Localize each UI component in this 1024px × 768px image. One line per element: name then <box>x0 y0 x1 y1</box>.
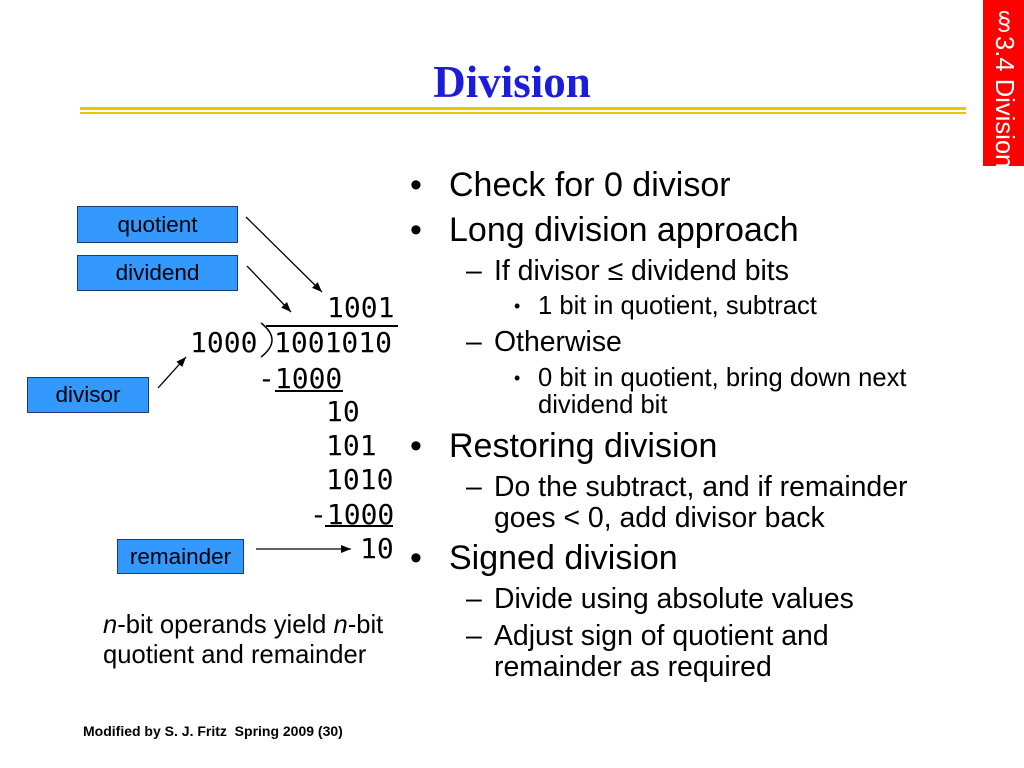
bullet-text: Long division approach <box>449 211 799 249</box>
subtract-underline-2 <box>325 525 393 527</box>
caption-text: -bit operands yield <box>117 611 334 639</box>
bullet-marker: • <box>410 211 422 249</box>
quotient-bar <box>266 325 398 327</box>
divisor-digits: 1000 <box>190 326 258 359</box>
dash-marker: – <box>466 620 482 652</box>
caption-text: -bit <box>347 611 384 639</box>
bullet-marker: • <box>410 166 422 204</box>
slide-title: Division <box>433 57 591 107</box>
caption-variable: n <box>103 611 118 639</box>
sub-bullet-text: If divisor ≤ dividend bits <box>494 255 789 287</box>
bullet-marker: • <box>410 427 422 465</box>
remainder-label-box: remainder <box>117 539 244 574</box>
bullet-item: • Long division approach <box>410 210 969 250</box>
subtract-step-1: -1000 <box>258 362 343 395</box>
slide-footer: Modified by S. J. Fritz Spring 2009 (30) <box>83 723 343 739</box>
sub-bullet-text: Adjust sign of quotient and remainder as… <box>494 620 829 683</box>
bullet-text: Check for 0 divisor <box>449 166 731 204</box>
caption-variable: n <box>333 611 348 639</box>
bullet-text: Restoring division <box>449 427 718 465</box>
caption-line-2: quotient and remainder <box>103 641 367 669</box>
sub-bullet-text: Otherwise <box>494 326 622 358</box>
quotient-digits: 1001 <box>327 291 395 324</box>
sub-bullet-item: – Adjust sign of quotient and remainder … <box>466 621 934 683</box>
bullet-item: • Check for 0 divisor <box>410 165 969 205</box>
sub-sub-bullet-text: 0 bit in quotient, bring down next divid… <box>538 364 907 419</box>
sub-bullet-item: – If divisor ≤ dividend bits <box>466 256 934 287</box>
title-rule-thick <box>80 107 966 110</box>
bullet-text: Signed division <box>449 539 678 577</box>
bullet-marker: • <box>514 368 521 388</box>
final-remainder-digits: 10 <box>360 532 394 565</box>
bullet-item: • Signed division <box>410 538 969 578</box>
quotient-label-box: quotient <box>77 206 238 243</box>
bullet-marker: • <box>410 539 422 577</box>
section-tab-label: §3.4 Division <box>990 8 1018 169</box>
section-tab: §3.4 Division <box>983 0 1024 169</box>
sub-bullet-text: Do the subtract, and if remainder goes <… <box>494 471 908 534</box>
dividend-label-box: dividend <box>77 255 238 291</box>
bullet-marker: • <box>514 296 521 316</box>
dividend-arrow <box>246 265 292 313</box>
partial-remainder-1: 10 <box>326 395 360 428</box>
division-bracket <box>260 322 273 358</box>
subtract-step-2: -1000 <box>310 498 395 531</box>
bullet-item: • Restoring division <box>410 426 969 466</box>
subtract-underline-1 <box>275 390 343 392</box>
partial-remainder-3: 1010 <box>326 463 394 496</box>
sub-sub-bullet-text: 1 bit in quotient, subtract <box>538 292 817 320</box>
sub-bullet-item: – Otherwise <box>466 327 934 358</box>
sub-sub-bullet-item: • 1 bit in quotient, subtract <box>514 293 948 320</box>
dash-marker: – <box>466 583 482 615</box>
sub-bullet-item: – Do the subtract, and if remainder goes… <box>466 472 934 534</box>
sub-bullet-item: – Divide using absolute values <box>466 584 934 615</box>
sub-sub-bullet-item: • 0 bit in quotient, bring down next div… <box>514 365 948 419</box>
dividend-digits: 1001010 <box>274 326 393 359</box>
divisor-label-box: divisor <box>27 377 149 413</box>
sub-bullet-text: Divide using absolute values <box>494 583 854 615</box>
caption-line-1: n-bit operands yield n-bit <box>103 610 383 640</box>
dash-marker: – <box>466 255 482 287</box>
quotient-arrow <box>245 216 323 293</box>
divisor-arrow <box>157 356 187 389</box>
title-rule-thin <box>80 112 966 114</box>
partial-remainder-2: 101 <box>326 429 377 462</box>
dash-marker: – <box>466 471 482 503</box>
diagram-caption: n-bit operands yield n-bit quotient and … <box>103 610 383 670</box>
dash-marker: – <box>466 326 482 358</box>
